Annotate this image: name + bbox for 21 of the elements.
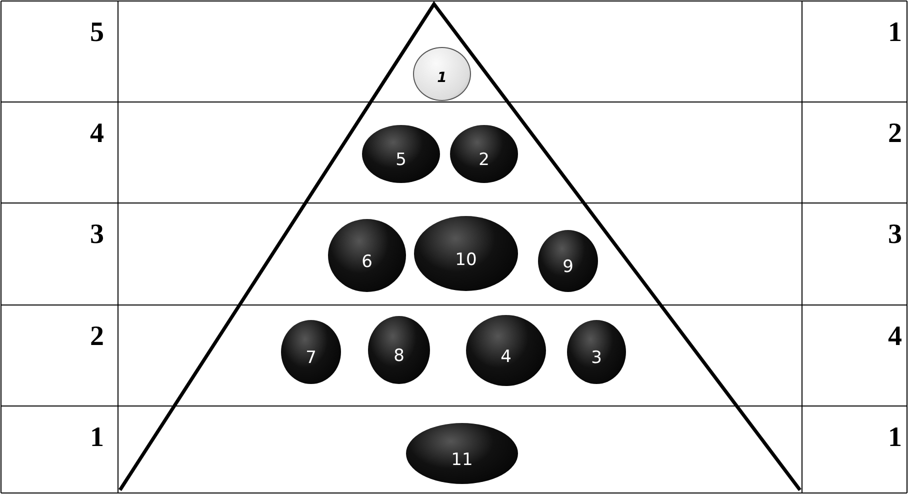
- row-number: 4: [90, 118, 104, 150]
- row-number: 1: [888, 17, 902, 49]
- number-ellipse: 6: [328, 219, 406, 292]
- row-number: 1: [888, 422, 902, 454]
- number-ellipse: 4: [466, 315, 546, 386]
- number-ellipse: 1: [413, 47, 471, 101]
- row-number: 1: [90, 422, 104, 454]
- number-ellipse: 3: [567, 320, 626, 384]
- number-ellipse: 8: [368, 316, 430, 384]
- row-number: 3: [888, 219, 902, 251]
- number-ellipse: 2: [450, 125, 518, 183]
- number-ellipse: 7: [281, 320, 341, 384]
- row-number: 2: [90, 321, 104, 353]
- number-ellipse: 10: [414, 216, 518, 291]
- row-number: 3: [90, 219, 104, 251]
- row-number: 5: [90, 17, 104, 49]
- number-ellipse: 5: [362, 125, 440, 183]
- number-ellipse: 9: [538, 230, 598, 292]
- row-number: 2: [888, 118, 902, 150]
- row-number: 4: [888, 321, 902, 353]
- number-ellipse: 11: [406, 423, 518, 484]
